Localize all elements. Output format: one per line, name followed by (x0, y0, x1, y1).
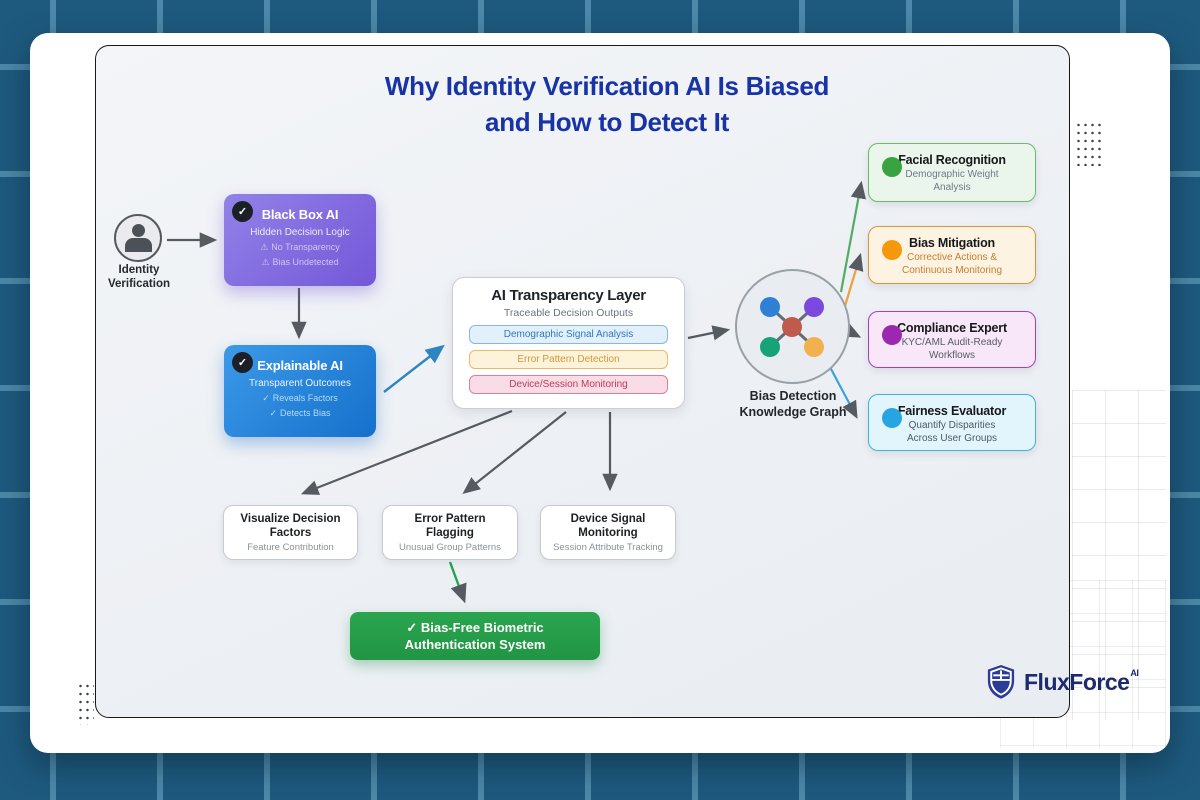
fluxforce-logo: FluxForceAI (985, 664, 1139, 700)
dots-decoration-bottom-left (77, 682, 94, 725)
fairness-evaluator-node: Fairness Evaluator Quantify Disparities … (868, 394, 1036, 451)
visualize-decision-factors-node: Visualize Decision Factors Feature Contr… (223, 505, 358, 560)
black-box-ai-node: ✓ Black Box AI Hidden Decision Logic ⚠No… (224, 194, 376, 286)
explainable-item: ✓Detects Bias (269, 408, 331, 418)
dots-decoration-top-right (1075, 121, 1104, 166)
orange-dot-icon (882, 240, 902, 260)
purple-dot-icon (882, 325, 902, 345)
blue-dot-icon (882, 408, 902, 428)
warning-icon: ⚠ (261, 257, 270, 267)
title-line-2: and How to Detect It (485, 107, 729, 137)
bias-mitigation-node: Bias Mitigation Corrective Actions & Con… (868, 226, 1036, 284)
check-badge-icon: ✓ (232, 201, 253, 222)
result-label: Bias-Free Biometric Authentication Syste… (404, 620, 546, 652)
error-pattern-flagging-node: Error Pattern Flagging Unusual Group Pat… (382, 505, 518, 560)
check-icon: ✓ (269, 408, 277, 418)
page-title: Why Identity Verification AI Is Biased a… (300, 68, 914, 140)
black-box-subtitle: Hidden Decision Logic (250, 227, 350, 238)
ai-transparency-layer-node: AI Transparency Layer Traceable Decision… (452, 277, 685, 409)
title-line-1: Why Identity Verification AI Is Biased (384, 71, 830, 101)
check-icon: ✓ (406, 620, 418, 635)
knowledge-graph-label: Bias Detection Knowledge Graph (739, 389, 847, 419)
bias-detection-knowledge-graph-node (735, 269, 850, 384)
transparency-subtitle: Traceable Decision Outputs (503, 307, 634, 319)
logo-ai-suffix: AI (1130, 668, 1139, 678)
explainable-title: Explainable AI (257, 358, 343, 373)
compliance-expert-node: Compliance Expert KYC/AML Audit-Ready Wo… (868, 311, 1036, 368)
bias-free-result-node: ✓ Bias-Free Biometric Authentication Sys… (350, 612, 600, 660)
explainable-subtitle: Transparent Outcomes (249, 378, 351, 389)
explainable-ai-node: ✓ Explainable AI Transparent Outcomes ✓R… (224, 345, 376, 437)
pill-error-pattern-detection: Error Pattern Detection (469, 350, 668, 369)
black-box-item: ⚠No Transparency (260, 242, 340, 252)
identity-verification-label: Identity Verification (108, 264, 170, 290)
person-icon (116, 224, 160, 252)
shield-icon (987, 665, 1015, 699)
facial-recognition-node: Facial Recognition Demographic Weight An… (868, 143, 1036, 202)
check-badge-icon: ✓ (232, 352, 253, 373)
device-signal-monitoring-node: Device Signal Monitoring Session Attribu… (540, 505, 676, 560)
identity-verification-node (114, 214, 162, 262)
warning-icon: ⚠ (260, 242, 269, 252)
transparency-title: AI Transparency Layer (491, 287, 646, 304)
network-graph-icon (760, 297, 824, 357)
pill-device-session-monitoring: Device/Session Monitoring (469, 375, 668, 394)
explainable-item: ✓Reveals Factors (262, 393, 338, 403)
check-icon: ✓ (262, 393, 270, 403)
black-box-item: ⚠Bias Undetected (261, 257, 339, 267)
black-box-title: Black Box AI (261, 207, 339, 222)
logo-wordmark: FluxForceAI (1024, 668, 1139, 695)
pill-demographic-signal-analysis: Demographic Signal Analysis (469, 325, 668, 344)
green-dot-icon (882, 157, 902, 177)
